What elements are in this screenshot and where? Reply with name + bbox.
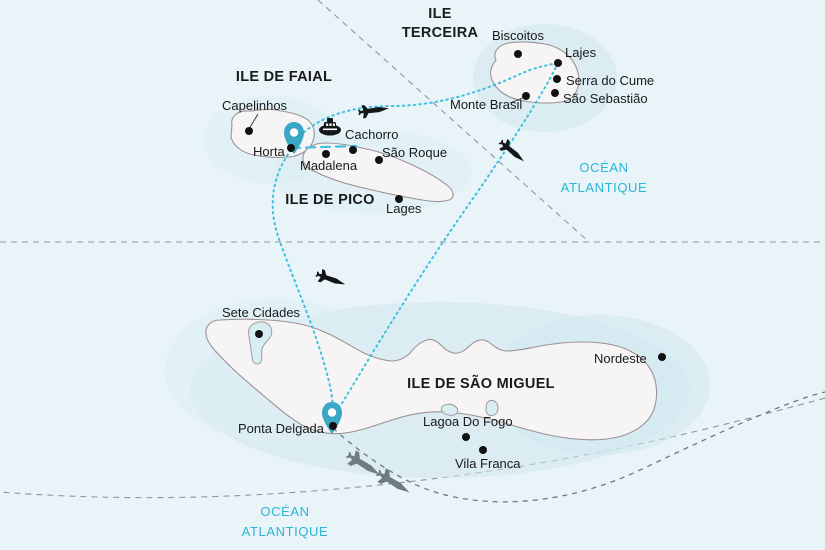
city-dot-lajes[interactable] — [554, 59, 562, 67]
city-dot-capelinhos[interactable] — [245, 127, 253, 135]
ship-icon[interactable] — [319, 118, 341, 136]
city-label-madalena: Madalena — [300, 158, 358, 173]
ocean-label-ocean-bottom: OCÉAN ATLANTIQUE — [242, 504, 329, 539]
route-air-south[interactable] — [332, 391, 825, 503]
city-dot-horta[interactable] — [287, 144, 295, 152]
island-sao-miguel[interactable] — [205, 318, 658, 441]
city-dots[interactable] — [245, 50, 666, 454]
leader-lines — [248, 96, 526, 130]
city-dot-madalena[interactable] — [322, 150, 330, 158]
ocean-label-line2: ATLANTIQUE — [561, 180, 648, 195]
route-horta-ponta-delgada[interactable] — [271, 149, 334, 413]
city-dot-ponta-delgada[interactable] — [329, 422, 337, 430]
city-dot-sete-cidades[interactable] — [255, 330, 263, 338]
city-label-cachorro: Cachorro — [345, 127, 398, 142]
grid-diagonal-nw — [317, 0, 589, 242]
city-label-lagoa-do-fogo: Lagoa Do Fogo — [423, 414, 513, 429]
leader-monte-brasil — [509, 96, 526, 104]
island-pico[interactable] — [302, 142, 454, 203]
plane-icon-terceira-south[interactable] — [496, 136, 528, 166]
city-label-capelinhos: Capelinhos — [222, 98, 288, 113]
city-label-ponta-delgada: Ponta Delgada — [238, 421, 325, 436]
city-dot-lages[interactable] — [395, 195, 403, 203]
city-label-vila-franca: Vila Franca — [455, 456, 521, 471]
city-label-sete-cidades: Sete Cidades — [222, 305, 301, 320]
city-label-lages: Lages — [386, 201, 422, 216]
island-terceira-shape[interactable] — [490, 41, 580, 104]
city-dot-sao-sebastiao[interactable] — [551, 89, 559, 97]
island-label-line2: TERCEIRA — [402, 25, 479, 41]
city-dot-biscoitos[interactable] — [514, 50, 522, 58]
plane-icon-south-1[interactable] — [343, 448, 384, 482]
city-label-biscoitos: Biscoitos — [492, 28, 545, 43]
city-label-monte-brasil: Monte Brasil — [450, 97, 522, 112]
city-label-lajes: Lajes — [565, 45, 597, 60]
island-label-ile-de-sao-miguel: ILE DE SÃO MIGUEL — [407, 374, 555, 392]
lake-interior — [485, 400, 499, 417]
ocean-label-line2: ATLANTIQUE — [242, 524, 329, 539]
plane-icon-sao-miguel-north[interactable] — [314, 268, 348, 291]
island-terceira[interactable] — [490, 41, 580, 104]
city-label-horta: Horta — [253, 144, 286, 159]
island-label-ile-de-pico: ILE DE PICO — [285, 192, 375, 208]
city-dot-nordeste[interactable] — [658, 353, 666, 361]
ocean-name-labels: OCÉAN ATLANTIQUE OCÉAN ATLANTIQUE — [242, 160, 648, 539]
city-label-sao-roque: São Roque — [382, 145, 447, 160]
lake-sete-cidades — [248, 321, 273, 365]
ocean-label-line1: OCÉAN — [579, 160, 628, 175]
city-dot-cachorro[interactable] — [349, 146, 357, 154]
city-label-sao-sebastiao: São Sebastião — [563, 91, 648, 106]
city-dot-sao-roque[interactable] — [375, 156, 383, 164]
grid-diagonal-south — [0, 397, 825, 499]
island-label-line1: ILE DE SÃO MIGUEL — [407, 374, 555, 392]
island-label-line1: ILE DE PICO — [285, 192, 375, 208]
leader-capelinhos — [248, 113, 259, 130]
route-lajes-ponta-delgada[interactable] — [333, 62, 559, 415]
island-label-ile-de-faial: ILE DE FAIAL — [236, 69, 332, 85]
island-name-labels: ILE TERCEIRA ILE DE FAIAL ILE DE PICO ILE DE… — [236, 6, 555, 392]
plane-icon-south-2[interactable] — [373, 466, 414, 500]
transport-icons[interactable] — [314, 102, 528, 500]
island-label-line1: ILE DE FAIAL — [236, 69, 332, 85]
ocean-label-ocean-right: OCÉAN ATLANTIQUE — [561, 160, 648, 195]
island-label-ile-terceira: ILE TERCEIRA — [402, 6, 479, 41]
city-dot-lagoa-do-fogo[interactable] — [462, 433, 470, 441]
lake-lagoa-do-fogo — [440, 403, 459, 416]
routes[interactable] — [271, 62, 825, 503]
island-label-line1: ILE — [428, 6, 451, 22]
city-dot-vila-franca[interactable] — [479, 446, 487, 454]
island-sao-miguel-shape[interactable] — [205, 318, 658, 441]
city-label-nordeste: Nordeste — [594, 351, 647, 366]
route-horta-cachorro[interactable] — [289, 144, 358, 150]
island-pico-shape[interactable] — [302, 142, 454, 203]
route-faial-terceira[interactable] — [299, 62, 559, 137]
city-dot-monte-brasil[interactable] — [522, 92, 530, 100]
ocean-label-line1: OCÉAN — [260, 504, 309, 519]
plane-icon-faial-terceira[interactable] — [357, 102, 390, 119]
grid-lines — [0, 0, 825, 499]
city-dot-serra-do-cume[interactable] — [553, 75, 561, 83]
city-label-serra-do-cume: Serra do Cume — [566, 73, 654, 88]
